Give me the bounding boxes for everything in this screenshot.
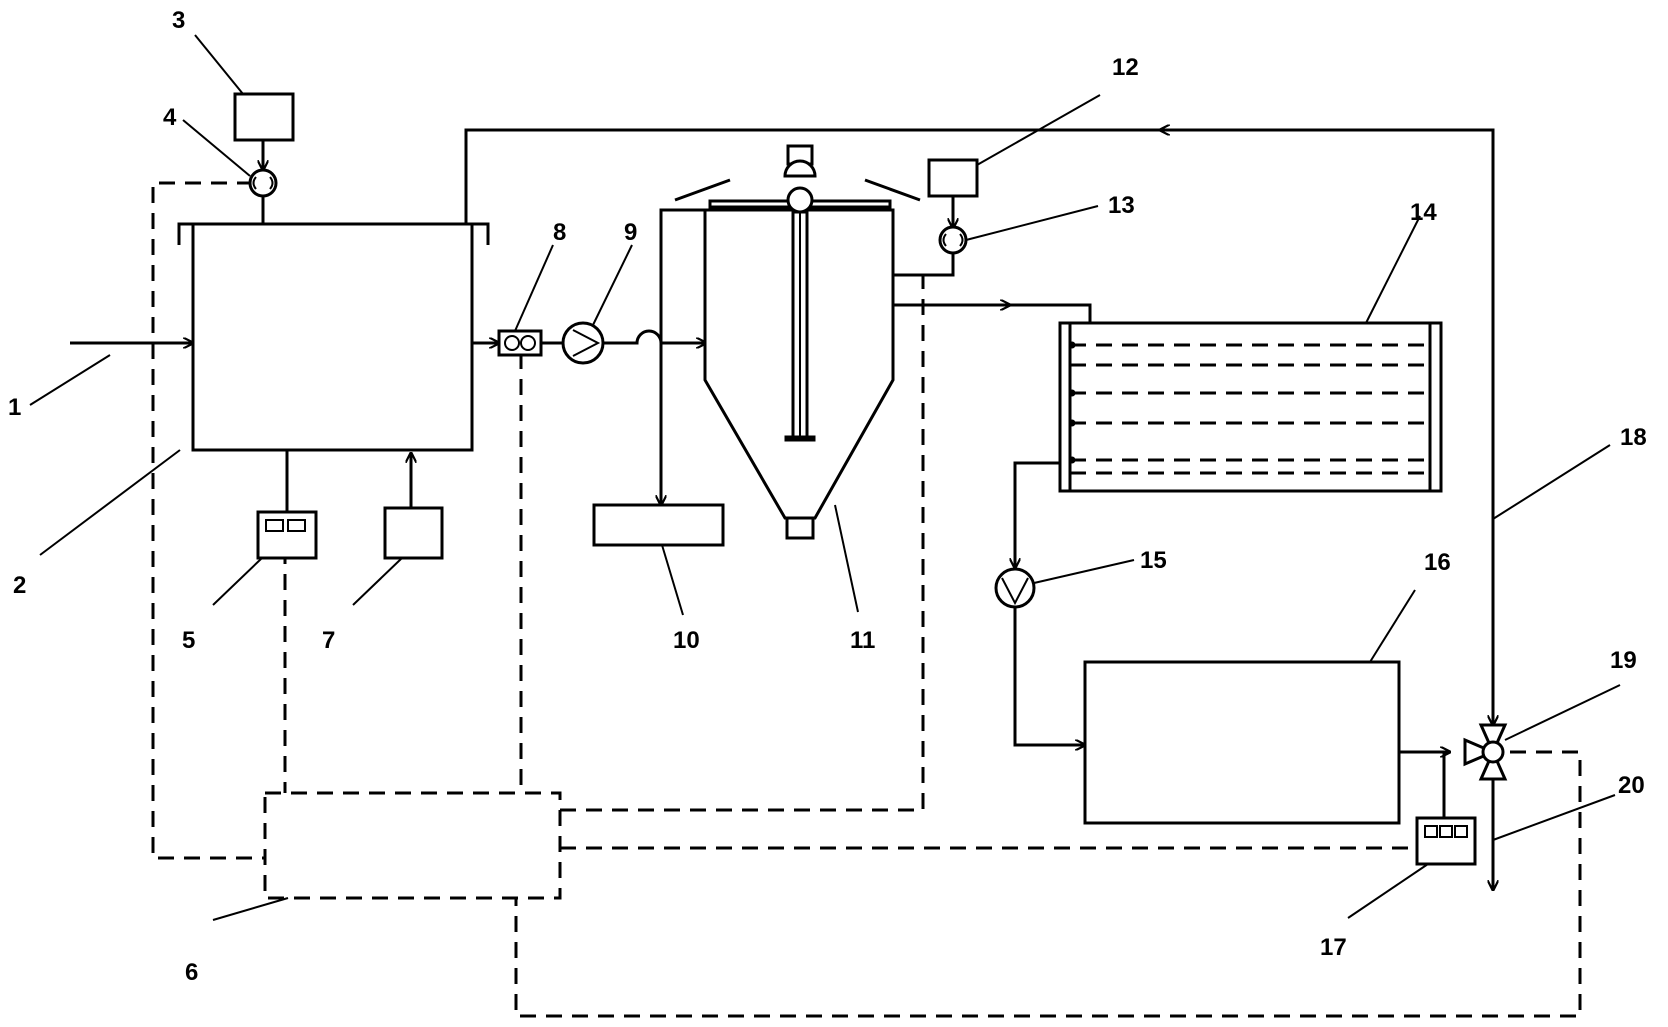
dosing-valve-c	[938, 225, 968, 255]
callout-labels: 1 2 3 4 5 6 7 8 9 10 11 12 13 14 15 16 1…	[8, 7, 1647, 986]
label-1: 1	[8, 394, 21, 421]
label-7: 7	[322, 627, 335, 654]
dosing-tank-a	[233, 92, 295, 142]
label-12: 12	[1112, 54, 1139, 81]
permeate-pump	[994, 567, 1036, 609]
label-5: 5	[182, 627, 195, 654]
label-4: 4	[163, 104, 177, 131]
leader-lines	[29, 34, 1621, 921]
label-15: 15	[1140, 547, 1167, 574]
label-9: 9	[624, 219, 637, 246]
sensor-meter-b	[1415, 816, 1477, 866]
membrane-module	[1058, 321, 1443, 493]
label-19: 19	[1610, 647, 1637, 674]
label-20: 20	[1618, 772, 1645, 799]
dosing-unit-b	[383, 506, 444, 560]
label-18: 18	[1620, 424, 1647, 451]
label-13: 13	[1108, 192, 1135, 219]
process-pipes	[70, 130, 1493, 890]
label-16: 16	[1424, 549, 1451, 576]
mixing-tank	[177, 222, 490, 452]
sensor-meter-a	[256, 510, 318, 560]
product-tank	[1083, 660, 1401, 825]
label-17: 17	[1320, 934, 1347, 961]
settling-tank	[674, 144, 921, 540]
label-11: 11	[850, 627, 875, 654]
dosing-tank-c	[927, 158, 979, 198]
label-2: 2	[13, 572, 26, 599]
label-14: 14	[1410, 199, 1437, 226]
label-8: 8	[553, 219, 566, 246]
label-10: 10	[673, 627, 700, 654]
three-way-valve	[1463, 723, 1508, 781]
label-3: 3	[172, 7, 185, 34]
controller	[263, 791, 562, 900]
flowmeter	[497, 329, 543, 357]
label-6: 6	[185, 959, 198, 986]
collection-tank	[592, 503, 725, 547]
dosing-valve-a	[248, 168, 278, 198]
feed-pump	[561, 321, 605, 365]
